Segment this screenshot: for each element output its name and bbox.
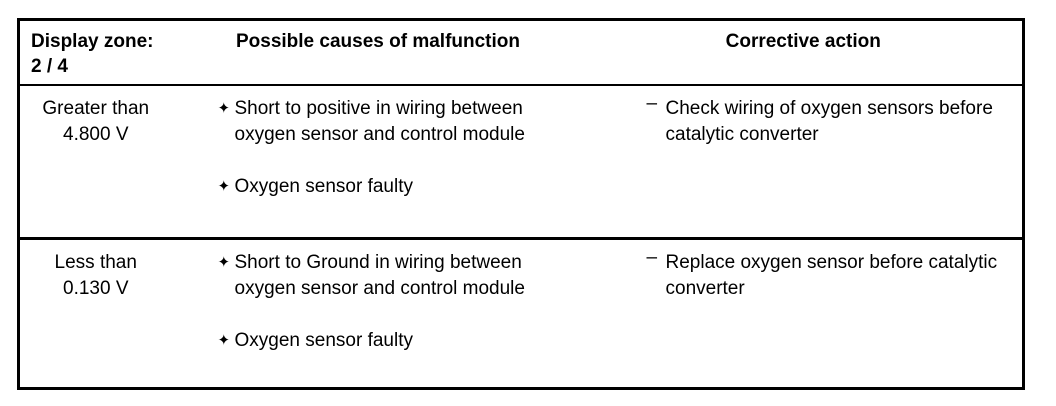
- row-1-action-text-1: Check wiring of oxygen sensors before ca…: [665, 98, 993, 145]
- row-1-actions-list: – Check wiring of oxygen sensors before …: [647, 93, 1013, 148]
- list-item: ✦ Oxygen sensor faulty: [218, 174, 575, 200]
- table-row: Less than 0.130 V ✦ Short to Ground in w…: [18, 238, 1024, 389]
- dash-bullet-icon: –: [646, 247, 658, 268]
- header-cell-corrective-action: Corrective action: [584, 19, 1024, 86]
- list-item: ✦ Oxygen sensor faulty: [218, 328, 575, 354]
- header-cell-possible-causes: Possible causes of malfunction: [171, 19, 585, 86]
- row-2-cell-display-zone: Less than 0.130 V: [18, 238, 172, 389]
- row-2-action-text-1: Replace oxygen sensor before catalytic c…: [665, 252, 998, 299]
- header-label-possible-causes: Possible causes of malfunction: [235, 31, 521, 52]
- row-2-actions-list: – Replace oxygen sensor before catalytic…: [647, 247, 1013, 302]
- list-item: – Replace oxygen sensor before catalytic…: [647, 247, 1013, 302]
- diagnostic-table: Display zone: 2 / 4 Possible causes of m…: [17, 18, 1025, 390]
- row-2-causes-body: ✦ Short to Ground in wiring between oxyg…: [172, 240, 585, 354]
- table-header-row: Display zone: 2 / 4 Possible causes of m…: [18, 19, 1024, 86]
- list-item: – Check wiring of oxygen sensors before …: [647, 93, 1013, 148]
- row-2-cell-possible-causes: ✦ Short to Ground in wiring between oxyg…: [171, 238, 585, 389]
- row-1-cell-display-zone: Greater than 4.800 V: [18, 85, 172, 240]
- row-1-causes-body: ✦ Short to positive in wiring between ox…: [172, 86, 585, 200]
- dash-bullet-icon: –: [646, 93, 658, 114]
- list-item: ✦ Short to Ground in wiring between oxyg…: [218, 250, 575, 302]
- row-2-cause-text-2: Oxygen sensor faulty: [234, 330, 413, 351]
- row-1-cell-corrective-action: – Check wiring of oxygen sensors before …: [584, 85, 1024, 240]
- row-1-display-zone-value: Greater than 4.800 V: [42, 98, 150, 145]
- row-2-display-zone-value: Less than 0.130 V: [54, 252, 137, 299]
- row-1-cause-text-2: Oxygen sensor faulty: [234, 176, 413, 197]
- table-row: Greater than 4.800 V ✦ Short to positive…: [18, 85, 1024, 240]
- header-label-display-zone: Display zone: 2 / 4: [31, 31, 154, 77]
- header-cell-display-zone: Display zone: 2 / 4: [18, 19, 172, 86]
- diamond-bullet-icon: ✦: [217, 332, 231, 349]
- row-1-cell-possible-causes: ✦ Short to positive in wiring between ox…: [171, 85, 585, 240]
- diamond-bullet-icon: ✦: [217, 178, 231, 195]
- header-label-corrective-action: Corrective action: [725, 31, 881, 52]
- row-2-causes-list: ✦ Short to Ground in wiring between oxyg…: [218, 250, 575, 354]
- row-1-actions-body: – Check wiring of oxygen sensors before …: [585, 86, 1023, 148]
- diamond-bullet-icon: ✦: [217, 254, 231, 271]
- row-2-cell-corrective-action: – Replace oxygen sensor before catalytic…: [584, 238, 1024, 389]
- list-item: ✦ Short to positive in wiring between ox…: [218, 96, 575, 148]
- row-2-actions-body: – Replace oxygen sensor before catalytic…: [585, 240, 1023, 302]
- row-1-causes-list: ✦ Short to positive in wiring between ox…: [218, 96, 575, 200]
- diamond-bullet-icon: ✦: [217, 100, 231, 117]
- row-1-cause-text-1: Short to positive in wiring between oxyg…: [234, 98, 525, 145]
- row-2-cause-text-1: Short to Ground in wiring between oxygen…: [234, 252, 525, 299]
